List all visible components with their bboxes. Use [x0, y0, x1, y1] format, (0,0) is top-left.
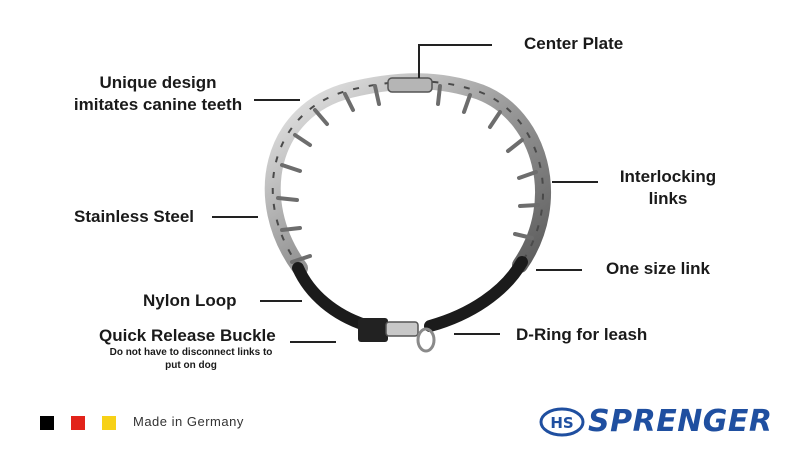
- leader-quick-release: [290, 341, 336, 343]
- note-quick-release-1: Do not have to disconnect links to: [109, 347, 273, 358]
- leader-nylon-loop: [260, 300, 302, 302]
- label-interlocking-1: Interlocking: [619, 167, 717, 186]
- leader-unique-design: [254, 99, 300, 101]
- nylon-loop-strap: [292, 262, 371, 331]
- quick-release-buckle: [358, 318, 388, 342]
- label-d-ring: D-Ring for leash: [516, 325, 648, 344]
- leader-interlocking: [552, 181, 598, 183]
- d-ring: [416, 327, 436, 353]
- flag-red-square: [71, 416, 85, 430]
- label-interlocking-2: links: [648, 189, 688, 208]
- leader-d-ring: [454, 333, 500, 335]
- prongs: [276, 84, 540, 264]
- leader-center-plate-vertical: [418, 44, 420, 78]
- label-stainless-steel: Stainless Steel: [74, 207, 195, 226]
- label-nylon-loop: Nylon Loop: [143, 291, 237, 310]
- made-in-germany: Made in Germany: [133, 414, 244, 429]
- label-unique-design-2: imitates canine teeth: [73, 95, 243, 114]
- flag-black-square: [40, 416, 54, 430]
- flag-yellow-square: [102, 416, 116, 430]
- leader-one-size-link: [536, 269, 582, 271]
- label-unique-design-1: Unique design: [99, 73, 217, 92]
- label-center-plate: Center Plate: [524, 34, 624, 53]
- label-quick-release: Quick Release Buckle: [99, 326, 276, 345]
- leader-center-plate: [418, 44, 492, 46]
- center-plate: [387, 77, 433, 93]
- leader-stainless-steel: [212, 216, 258, 218]
- sprenger-logo-text: SPRENGER: [588, 404, 773, 439]
- hs-logo-icon: HS: [539, 407, 585, 437]
- label-one-size-link: One size link: [606, 259, 710, 278]
- note-quick-release-2: put on dog: [165, 360, 217, 371]
- hs-logo-text: HS: [550, 414, 573, 432]
